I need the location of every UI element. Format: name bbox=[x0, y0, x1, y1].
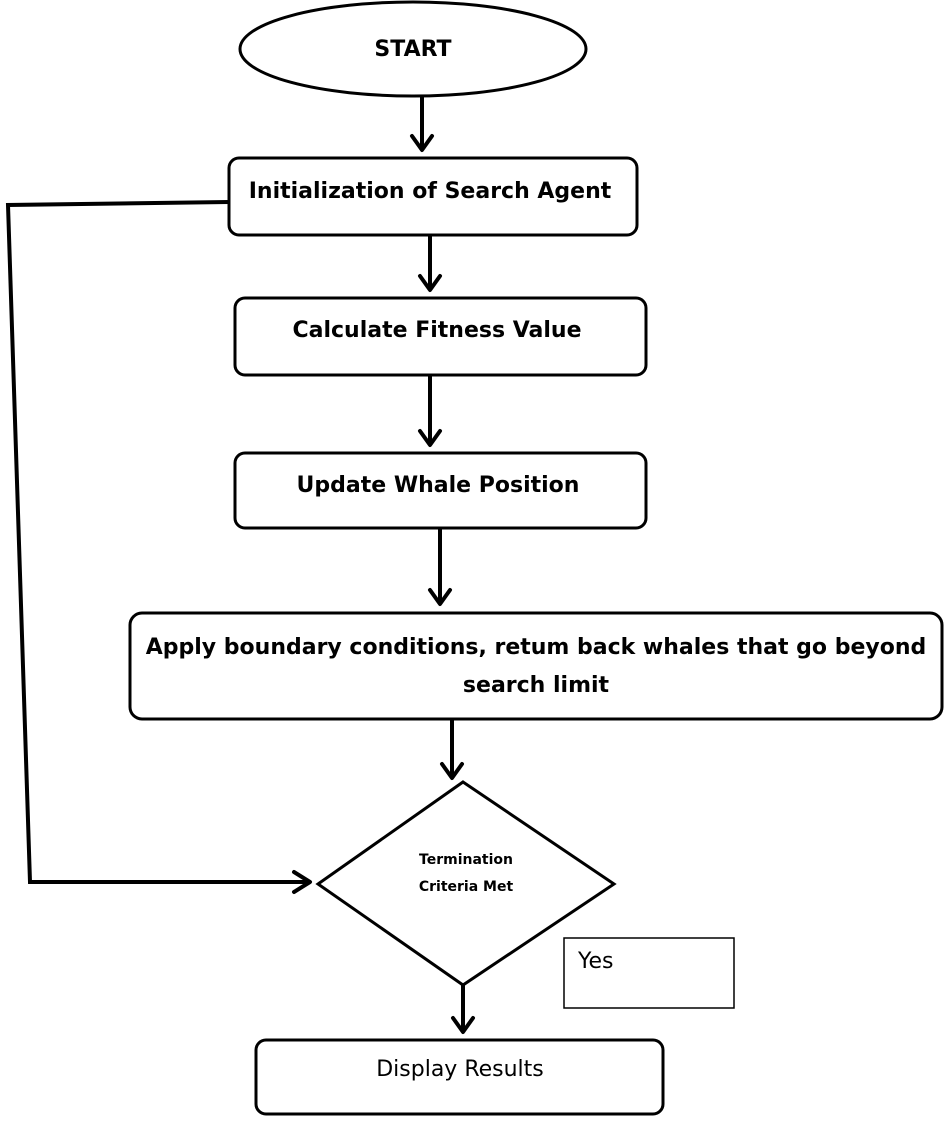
yes-label: Yes bbox=[577, 949, 614, 974]
boundary-box bbox=[128, 611, 944, 721]
start-label: START bbox=[374, 37, 451, 62]
display-results-label: Display Results bbox=[376, 1057, 544, 1082]
init-label: Initialization of Search Agent bbox=[249, 179, 612, 204]
arrowhead bbox=[451, 1016, 475, 1034]
update-label: Update Whale Position bbox=[297, 473, 580, 498]
arrowhead bbox=[440, 762, 464, 780]
arrowhead bbox=[428, 588, 452, 606]
fitness-label: Calculate Fitness Value bbox=[292, 318, 581, 343]
boundary-label-line2: search limit bbox=[463, 673, 610, 698]
boundary-label-line1: Apply boundary conditions, retum back wh… bbox=[146, 635, 927, 660]
arrowhead bbox=[418, 274, 442, 292]
start-terminal bbox=[238, 0, 588, 98]
arrowhead bbox=[418, 429, 442, 447]
fitness-box bbox=[233, 296, 648, 377]
decision-label-line2: Criteria Met bbox=[419, 879, 514, 895]
yes-label-box bbox=[563, 937, 735, 1009]
arrowhead bbox=[292, 870, 312, 894]
decision-label-line1: Termination bbox=[419, 852, 513, 868]
display-results-box bbox=[254, 1038, 665, 1116]
init-box bbox=[227, 156, 639, 237]
arrowhead bbox=[410, 134, 434, 152]
loop-back-connector bbox=[5, 200, 308, 884]
